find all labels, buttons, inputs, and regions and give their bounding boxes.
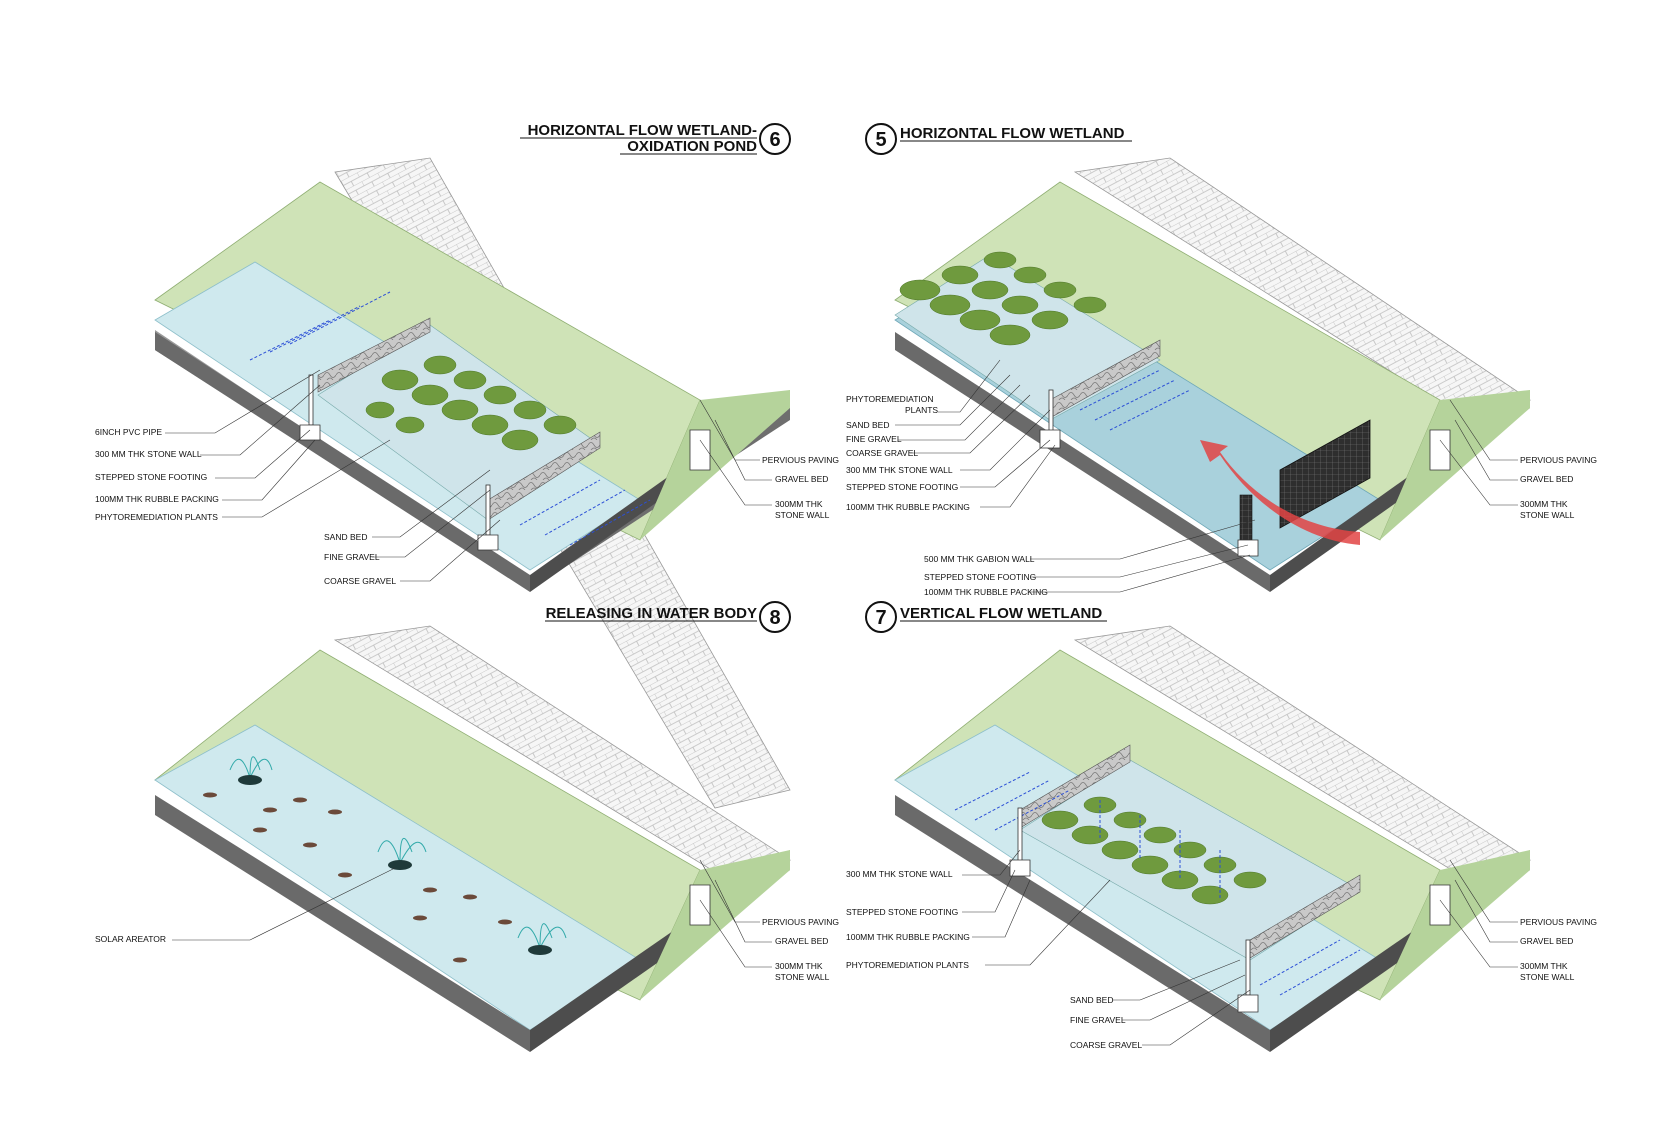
label: PHYTOREMEDIATION PLANTS [846,960,969,970]
panel-5-labels: PHYTOREMEDIATION PLANTS SAND BED FINE GR… [846,359,1597,597]
label: SOLAR AREATOR [95,934,166,944]
label: 500 MM THK GABION WALL [924,554,1035,564]
label: 100MM THK RUBBLE PACKING [924,587,1048,597]
label: STONE WALL [775,510,830,520]
ground-front-wall [155,332,530,592]
label: 300 MM THK STONE WALL [846,465,953,475]
label: PERVIOUS PAVING [1520,455,1597,465]
panel-8-title-text: RELEASING IN WATER BODY [546,605,757,622]
panel-8-labels: SOLAR AREATOR PERVIOUS PAVING GRAVEL BED… [95,859,839,982]
label: 100MM THK RUBBLE PACKING [95,494,219,504]
label: GRAVEL BED [775,474,828,484]
fish-icon [203,792,512,963]
label: SAND BED [324,532,367,542]
label: FINE GRAVEL [846,434,902,444]
right-footing [1429,429,1451,471]
label: STONE WALL [775,972,830,982]
label: STEPPED STONE FOOTING [924,572,1036,582]
label: PHYTOREMEDIATION [846,394,934,404]
panel-7-labels: 300 MM THK STONE WALL STEPPED STONE FOOT… [846,849,1597,1050]
label: 6INCH PVC PIPE [95,427,162,437]
panel-5-title: 5 HORIZONTAL FLOW WETLAND [865,123,1132,155]
panel-5-number-badge: 5 [875,129,886,151]
solar-aerator-icon [229,756,273,785]
label: FINE GRAVEL [1070,1015,1126,1025]
plants-cluster [899,251,1107,346]
panel-6-horizontal-flow-oxidation: HORIZONTAL FLOW WETLAND- OXIDATION POND … [95,122,839,809]
label: 300 MM THK STONE WALL [95,449,202,459]
solar-aerator-icon [377,838,427,870]
label: 100MM THK RUBBLE PACKING [846,932,970,942]
stepped-footing [1009,859,1031,877]
panel-6-title: HORIZONTAL FLOW WETLAND- OXIDATION POND … [520,122,791,155]
label: 300MM THK [1520,961,1568,971]
label: SAND BED [1070,995,1113,1005]
panel-6-labels: 6INCH PVC PIPE 300 MM THK STONE WALL STE… [95,369,839,586]
solar-aerator-icon [517,923,567,955]
label: PERVIOUS PAVING [1520,917,1597,927]
panel-7-title: 7 VERTICAL FLOW WETLAND [865,601,1107,633]
embankment-slope [640,390,790,540]
label: STEPPED STONE FOOTING [846,482,958,492]
label: STEPPED STONE FOOTING [846,907,958,917]
flow-arrows [954,771,1361,996]
panel-7-title-text: VERTICAL FLOW WETLAND [900,605,1102,622]
label: PERVIOUS PAVING [762,455,839,465]
pvc-pipe-post-2 [1245,939,1251,996]
flow-arrows [249,291,651,546]
panel-6-title-line-1: HORIZONTAL FLOW WETLAND- [528,122,757,139]
red-flow-arrow [1200,440,1360,545]
label: STONE WALL [1520,972,1575,982]
panel-6-number-badge: 6 [769,129,780,151]
label: 300MM THK [775,499,823,509]
stepped-footing-2 [1237,994,1259,1013]
label: 300MM THK [775,961,823,971]
pvc-pipe-post [1017,807,1023,864]
stepped-footing [1039,429,1061,449]
panel-5-horizontal-flow: 5 HORIZONTAL FLOW WETLAND [846,123,1597,597]
label: STONE WALL [1520,510,1575,520]
stone-wall-left [317,317,431,393]
label: COARSE GRAVEL [324,576,396,586]
panel-7-number-badge: 7 [875,607,886,629]
gabion-post [1239,494,1253,541]
pvc-pipe-post [1048,389,1054,436]
panel-8-releasing-water-body: RELEASING IN WATER BODY 8 [95,601,839,1052]
label: 300MM THK [1520,499,1568,509]
embankment-slope [640,850,790,1000]
panel-6-title-line-2: OXIDATION POND [627,138,757,155]
label: GRAVEL BED [775,936,828,946]
panel-7-vertical-flow: 7 VERTICAL FLOW WETLAND [846,601,1597,1052]
stepped-footing-2 [1237,539,1259,557]
plants-cluster [1041,796,1267,905]
label: PERVIOUS PAVING [762,917,839,927]
label: FINE GRAVEL [324,552,380,562]
right-footing [689,429,711,471]
label: 100MM THK RUBBLE PACKING [846,502,970,512]
label: STEPPED STONE FOOTING [95,472,207,482]
label: 300 MM THK STONE WALL [846,869,953,879]
label: PLANTS [905,405,938,415]
label: SAND BED [846,420,889,430]
pvc-pipe-post [308,374,314,426]
label: COARSE GRAVEL [846,448,918,458]
embankment-slope [1380,390,1530,540]
right-footing [1429,884,1451,926]
embankment-slope [1380,850,1530,1000]
label: GRAVEL BED [1520,474,1573,484]
ground-front-wall [895,332,1270,592]
right-footing [689,884,711,926]
stepped-footing [299,424,321,441]
panel-8-number-badge: 8 [769,607,780,629]
plants-cluster [365,355,577,451]
ground-front-wall [895,795,1270,1052]
label: GRAVEL BED [1520,936,1573,946]
label: COARSE GRAVEL [1070,1040,1142,1050]
panel-8-title: RELEASING IN WATER BODY 8 [545,601,791,633]
panel-5-title-text: HORIZONTAL FLOW WETLAND [900,125,1125,142]
ground-front-wall [155,795,530,1052]
stepped-footing-2 [477,534,499,551]
label: PHYTOREMEDIATION PLANTS [95,512,218,522]
